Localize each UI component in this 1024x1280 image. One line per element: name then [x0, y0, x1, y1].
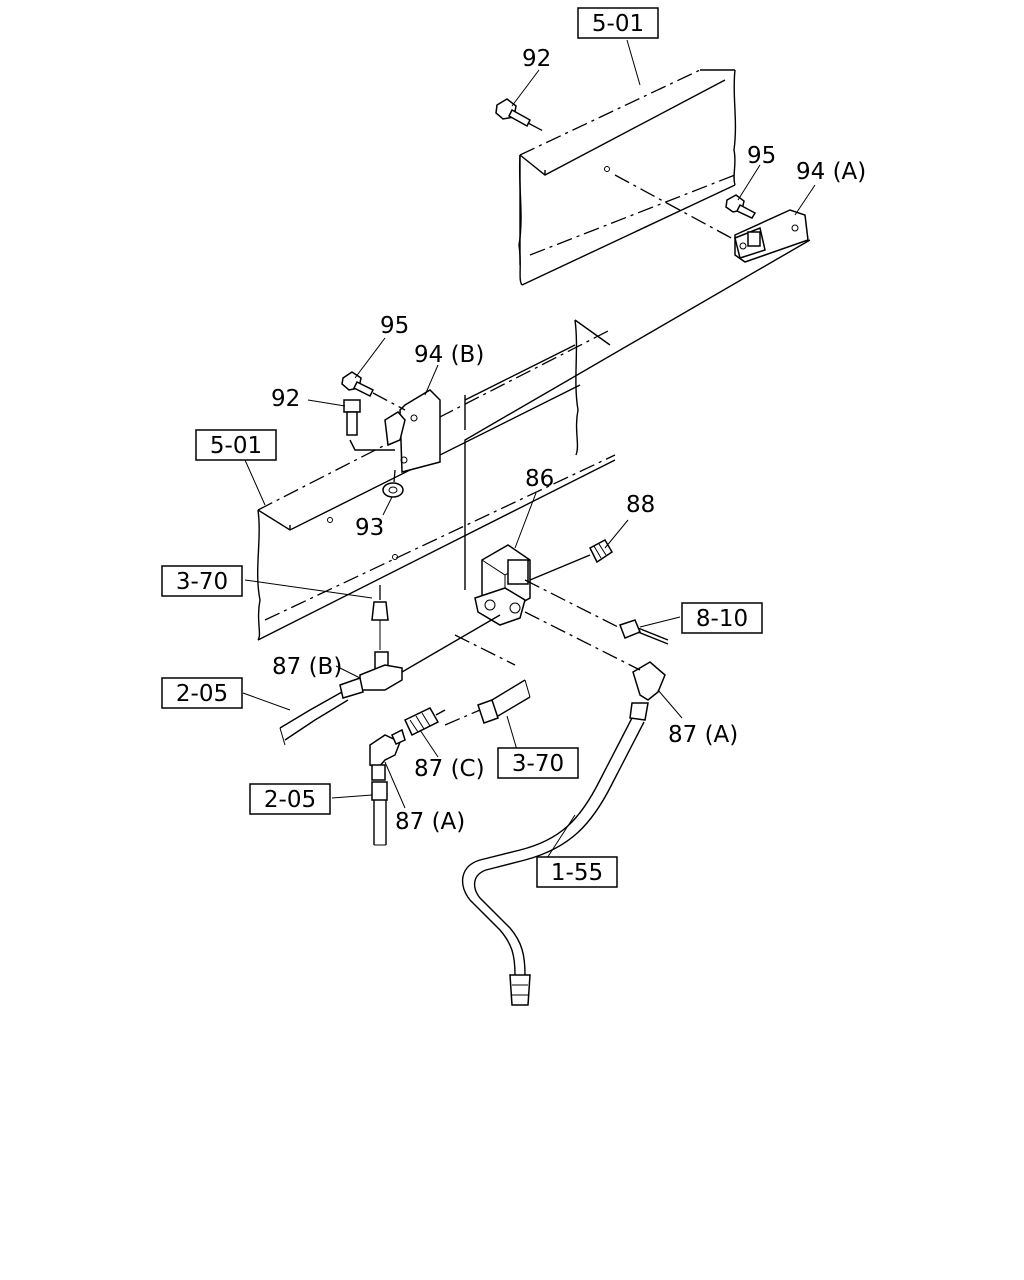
label-86: 86 [525, 466, 554, 492]
label-94a: 94 (A) [796, 159, 866, 185]
hose-2-05-upper [279, 691, 349, 746]
label-95-top: 95 [747, 143, 776, 169]
ref-box-2-05-upper[interactable]: 2-05 [161, 677, 243, 709]
ref-text-3-70-left: 3-70 [176, 569, 228, 595]
label-87c: 87 (C) [414, 756, 485, 782]
label-95-mid: 95 [380, 313, 409, 339]
ref-box-3-70-left[interactable]: 3-70 [161, 565, 243, 597]
ref-box-2-05-lower[interactable]: 2-05 [249, 783, 331, 815]
label-92-top: 92 [522, 46, 551, 72]
hose-2-05-lower [371, 781, 388, 846]
label-88: 88 [626, 492, 655, 518]
ref-text-2-05-upper: 2-05 [176, 681, 228, 707]
ref-box-5-01-top[interactable]: 5-01 [577, 7, 659, 39]
ref-box-8-10[interactable]: 8-10 [681, 602, 763, 634]
bolt-95-top [725, 194, 757, 219]
label-87a-left: 87 (A) [395, 809, 465, 835]
ref-box-3-70-lower[interactable]: 3-70 [497, 747, 579, 779]
connector-8-10 [524, 579, 669, 645]
ref-box-5-01-mid[interactable]: 5-01 [195, 429, 277, 461]
label-87a-right: 87 (A) [668, 722, 738, 748]
label-93: 93 [355, 515, 384, 541]
label-92-mid: 92 [271, 386, 300, 412]
ref-text-5-01-top: 5-01 [592, 11, 644, 37]
label-87b: 87 (B) [272, 654, 342, 680]
ref-text-1-55: 1-55 [551, 860, 603, 886]
ref-box-1-55[interactable]: 1-55 [536, 856, 618, 888]
pipe-3-70-lower [444, 679, 531, 726]
fitting-87c [404, 707, 446, 737]
label-94b: 94 (B) [414, 342, 484, 368]
nut-93 [382, 469, 404, 498]
elbow-87a-left [369, 728, 406, 781]
bolt-92-mid [343, 399, 361, 436]
center-line-valve-lower [454, 634, 516, 666]
bracket-94b [349, 389, 441, 473]
leader-lines [242, 39, 816, 873]
elbow-87a-right [524, 611, 666, 721]
ref-text-2-05-lower: 2-05 [264, 787, 316, 813]
sensor-3-70-left [371, 585, 389, 650]
tee-87b [339, 614, 501, 699]
ref-text-8-10: 8-10 [696, 606, 748, 632]
ref-text-3-70-lower: 3-70 [512, 751, 564, 777]
center-line-94a [614, 174, 736, 241]
pipe-1-55 [461, 717, 645, 1006]
valve-86 [474, 544, 531, 626]
ref-text-5-01-mid: 5-01 [210, 433, 262, 459]
guide-line-94a [464, 239, 811, 590]
frame-rail-upper [518, 69, 737, 286]
plug-88 [529, 538, 614, 581]
bracket-94a [734, 209, 809, 263]
bolt-92-top [495, 98, 546, 133]
